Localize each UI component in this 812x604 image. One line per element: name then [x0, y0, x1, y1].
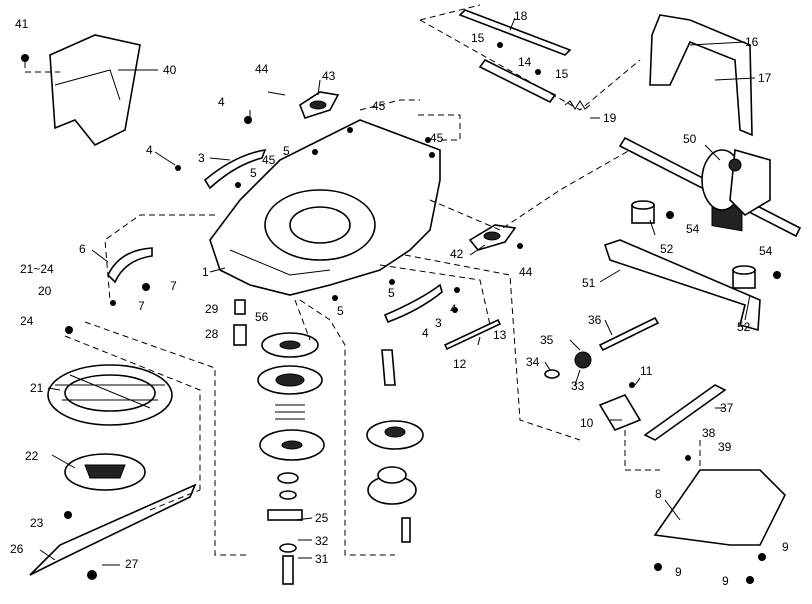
label-13: 13 — [493, 328, 507, 342]
label-24: 24 — [20, 314, 34, 328]
part-51-bar — [603, 239, 761, 332]
label-38: 38 — [702, 426, 716, 440]
label-8: 8 — [655, 487, 662, 501]
label-51: 51 — [582, 276, 596, 290]
label-5b: 5 — [250, 166, 257, 180]
label-19: 19 — [603, 111, 617, 125]
label-54b: 54 — [759, 244, 773, 258]
part-6-guard-side — [107, 247, 153, 284]
part-22-blade-adapter — [64, 453, 146, 491]
label-27: 27 — [125, 557, 139, 571]
label-45a: 45 — [372, 99, 386, 113]
label-4d: 4 — [422, 326, 429, 340]
part-37-lever — [643, 384, 727, 441]
label-6a: 6 — [79, 242, 86, 256]
label-7a: 7 — [170, 279, 177, 293]
label-34: 34 — [526, 355, 540, 369]
part-8-deflector — [653, 469, 786, 546]
dashed-assembly-lines — [24, 4, 701, 556]
label-36: 36 — [588, 313, 602, 327]
label-21-24: 21~24 — [20, 262, 54, 276]
label-1: 1 — [202, 265, 209, 279]
label-4a: 4 — [218, 95, 225, 109]
label-39: 39 — [718, 440, 732, 454]
label-4c: 4 — [450, 302, 457, 316]
label-7b: 7 — [138, 299, 145, 313]
label-40: 40 — [163, 63, 177, 77]
part-3-guard-front — [203, 148, 267, 190]
label-18: 18 — [514, 9, 528, 23]
label-9a: 9 — [675, 565, 682, 579]
label-4b: 4 — [146, 143, 153, 157]
label-56: 56 — [255, 310, 269, 324]
part-29-pin — [234, 299, 246, 315]
right-clutch-stack — [366, 349, 424, 543]
part-33-knob — [574, 351, 592, 369]
part-50-transmission — [618, 136, 802, 238]
label-26: 26 — [10, 542, 24, 556]
label-15a: 15 — [471, 31, 485, 45]
part-1-deck — [209, 119, 441, 296]
leader-lines — [39, 17, 756, 566]
label-29: 29 — [205, 302, 219, 316]
part-18-rod — [458, 9, 572, 56]
label-5a: 5 — [283, 144, 290, 158]
label-14: 14 — [518, 55, 532, 69]
label-43: 43 — [322, 69, 336, 83]
label-17: 17 — [758, 71, 772, 85]
label-52a: 52 — [660, 242, 674, 256]
part-3-guard-rear — [383, 283, 443, 324]
label-21: 21 — [30, 381, 44, 395]
part-14-bracket — [478, 58, 557, 104]
label-3b: 3 — [435, 316, 442, 330]
label-16: 16 — [745, 35, 759, 49]
label-12: 12 — [453, 357, 467, 371]
label-5d: 5 — [388, 286, 395, 300]
label-41: 41 — [15, 17, 29, 31]
part-52-bushing-upper — [631, 200, 655, 224]
part-26-blade — [29, 483, 197, 576]
label-11: 11 — [640, 364, 653, 378]
label-9b: 9 — [782, 540, 789, 554]
label-52b: 52 — [737, 320, 751, 334]
label-50: 50 — [683, 132, 697, 146]
part-43-bracket — [299, 91, 340, 119]
label-44b: 44 — [519, 265, 533, 279]
label-31: 31 — [315, 552, 329, 566]
part-36-rod — [598, 316, 660, 352]
part-34-washer — [544, 369, 560, 379]
part-21-blower-fan — [47, 364, 173, 426]
center-clutch-stack — [257, 332, 325, 585]
part-28-bolt — [233, 324, 247, 346]
label-23: 23 — [30, 516, 44, 530]
part-19-spring — [564, 100, 591, 110]
label-20: 20 — [38, 284, 52, 298]
part-42-bracket — [468, 224, 517, 251]
fastener-dots — [21, 42, 781, 584]
label-9c: 9 — [722, 574, 729, 588]
part-52-bushing-lower — [732, 265, 756, 289]
label-33: 33 — [571, 379, 585, 393]
label-3a: 3 — [198, 151, 205, 165]
part-number-labels: 41 40 44 43 18 15 14 15 16 17 19 45 4 4 … — [10, 9, 789, 588]
label-44a: 44 — [255, 62, 269, 76]
label-28: 28 — [205, 327, 219, 341]
label-10: 10 — [580, 416, 594, 430]
label-37: 37 — [720, 401, 734, 415]
label-5c: 5 — [337, 304, 344, 318]
label-45b: 45 — [262, 153, 276, 167]
part-40-rear-cover — [49, 34, 141, 147]
label-35: 35 — [540, 333, 554, 347]
part-10-bracket — [598, 394, 642, 431]
label-42: 42 — [450, 247, 464, 261]
label-45c: 45 — [430, 131, 444, 145]
part-13-rod — [443, 318, 502, 351]
label-22: 22 — [25, 449, 39, 463]
label-25: 25 — [315, 511, 329, 525]
label-32: 32 — [315, 534, 329, 548]
label-15b: 15 — [555, 67, 569, 81]
label-54a: 54 — [686, 222, 700, 236]
